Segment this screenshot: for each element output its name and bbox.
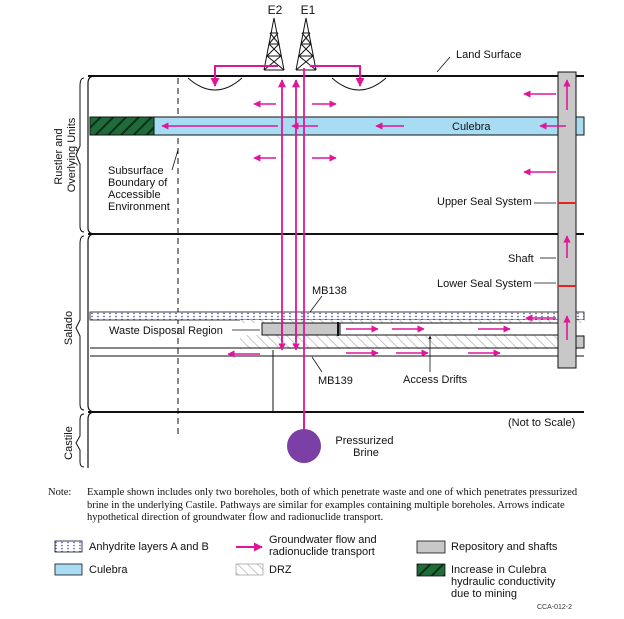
legend-swatch-increase: [416, 563, 446, 577]
drz-lower: [240, 335, 584, 349]
legend-label-increase: Increase in Culebra hydraulic conductivi…: [451, 564, 559, 600]
unit-label-castile: Castile: [63, 426, 75, 460]
legend: Anhydrite layers A and B Groundwater flo…: [54, 535, 559, 600]
label-access-drifts: Access Drifts: [403, 374, 468, 386]
surface-discharge-arrows: [210, 65, 365, 87]
legend-swatch-repository: [416, 540, 446, 554]
legend-label-drz: DRZ: [269, 564, 292, 576]
legend-swatch-drz: [235, 563, 264, 576]
formation-boundaries: [87, 75, 584, 468]
label-pressurized-brine: Pressurized Brine: [335, 435, 396, 459]
borehole-label-e2: E2: [268, 3, 283, 17]
label-subsurface-boundary: Subsurface Boundary of Accessible Enviro…: [108, 165, 170, 213]
shaft: [557, 71, 577, 369]
leader-lines: [171, 56, 556, 373]
label-culebra: Culebra: [452, 121, 491, 133]
unit-label-rustler: Rustler and Overlying Units: [53, 117, 78, 192]
note-text: Example shown includes only two borehole…: [87, 487, 578, 523]
figure-code: CCA-012-2: [537, 604, 573, 611]
mb139-layer: [90, 347, 584, 357]
drz-upper: [240, 320, 584, 323]
legend-label-groundwater: Groundwater flow and radionuclide transp…: [269, 535, 380, 558]
label-mb138: MB138: [312, 285, 347, 297]
label-not-to-scale: (Not to Scale): [508, 417, 575, 429]
derrick-e2: [263, 17, 285, 71]
label-shaft: Shaft: [508, 253, 534, 265]
surface-depression-right: [331, 77, 387, 91]
label-lower-seal: Lower Seal System: [437, 278, 532, 290]
culebra-increase-zone: [89, 116, 155, 136]
wipp-borehole-diagram: Rustler and Overlying Units Salado Casti…: [53, 3, 585, 468]
legend-swatch-anhydrite: [54, 540, 83, 553]
surface-depression-left: [187, 77, 243, 91]
legend-label-repository: Repository and shafts: [451, 541, 558, 553]
mb138-anhydrite: [89, 311, 585, 321]
waste-room: [261, 322, 341, 336]
derrick-e1: [295, 17, 317, 71]
legend-label-culebra: Culebra: [89, 564, 128, 576]
borehole-down-arrows: [278, 322, 300, 351]
label-waste-disposal: Waste Disposal Region: [109, 325, 223, 337]
label-land-surface: Land Surface: [456, 49, 521, 61]
shaft-connector: [575, 335, 585, 349]
label-mb139: MB139: [318, 375, 353, 387]
lateral-flow-arrows: [161, 90, 566, 358]
unit-brackets: [75, 77, 85, 468]
label-upper-seal: Upper Seal System: [437, 196, 532, 208]
legend-swatch-culebra: [54, 563, 83, 576]
pressurized-brine: [287, 429, 321, 463]
note-label: Note:: [48, 487, 72, 498]
borehole-label-e1: E1: [301, 3, 316, 17]
unit-label-salado: Salado: [63, 311, 75, 345]
legend-label-anhydrite: Anhydrite layers A and B: [89, 541, 209, 553]
